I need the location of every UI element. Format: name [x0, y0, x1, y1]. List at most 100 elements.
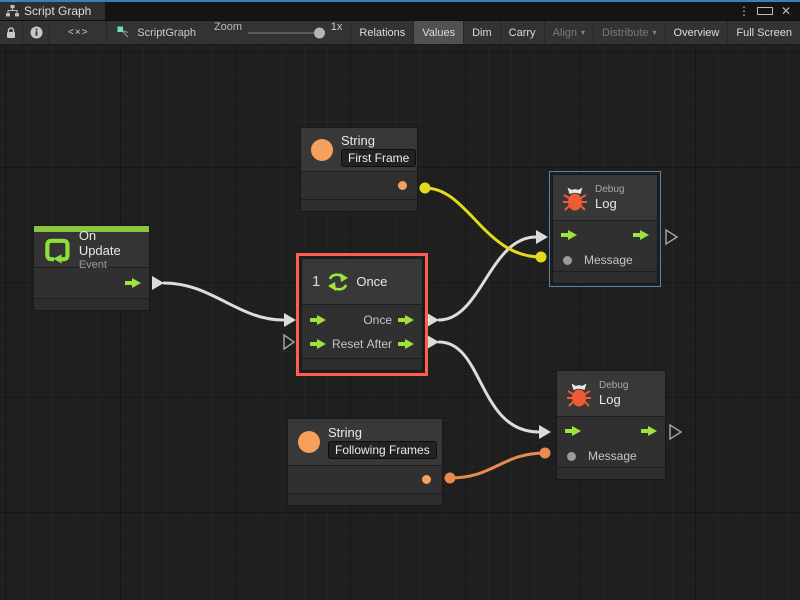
flow-output-port[interactable] [641, 426, 657, 436]
flow-arrowhead [284, 313, 296, 327]
node-port-row: Once [302, 308, 422, 332]
tab-bar: Script Graph ⋮ ✕ [0, 2, 800, 20]
graph-identifier[interactable]: ScriptGraph [107, 21, 206, 44]
wire-firstframe-to-message[interactable] [425, 188, 541, 257]
graph-canvas[interactable]: String First Frame On Update Event [0, 45, 800, 600]
info-icon [30, 26, 43, 39]
once-cycle-icon [328, 270, 348, 294]
lock-button[interactable] [0, 21, 23, 44]
close-icon[interactable]: ✕ [778, 3, 794, 19]
flow-input-port-reset[interactable] [310, 339, 326, 349]
node-footer [553, 271, 657, 283]
string-value-icon [311, 139, 333, 161]
node-port-row [301, 172, 417, 199]
node-port-row: Message [553, 249, 657, 271]
dim-button[interactable]: Dim [463, 21, 500, 44]
node-title: Once [356, 274, 387, 289]
flow-stub [427, 335, 439, 349]
code-view-button[interactable]: <×> [50, 21, 107, 44]
flow-output-port-once[interactable] [398, 315, 414, 325]
node-footer [301, 199, 417, 211]
graph-hierarchy-icon [6, 5, 19, 17]
info-button[interactable] [23, 21, 51, 44]
value-output-port[interactable] [398, 181, 407, 190]
node-header[interactable]: Debug Log [557, 371, 665, 417]
full-screen-button[interactable]: Full Screen [727, 21, 800, 44]
node-header[interactable]: 1 Once [302, 259, 422, 305]
code-icon: <×> [68, 27, 89, 38]
values-button[interactable]: Values [413, 21, 463, 44]
graph-toolbar: <×> ScriptGraph Zoom 1x Relations Values… [0, 20, 800, 45]
flow-stub [152, 276, 164, 290]
node-title: String [341, 133, 416, 148]
port-label-message: Message [588, 449, 637, 463]
wire-once-to-debugbottom[interactable] [439, 342, 539, 432]
node-port-row [34, 268, 149, 298]
unconnected-input-stub[interactable] [284, 335, 294, 349]
distribute-button[interactable]: Distribute ▾ [593, 21, 664, 44]
script-graph-icon [117, 26, 131, 40]
node-string-first-frame[interactable]: String First Frame [300, 127, 418, 212]
value-wire-dot [540, 448, 551, 459]
overview-button[interactable]: Overview [665, 21, 728, 44]
node-subtitle: Debug [595, 184, 624, 195]
string-value-field[interactable]: First Frame [341, 149, 416, 167]
node-header[interactable]: String Following Frames [288, 419, 442, 466]
wire-onupdate-to-once[interactable] [164, 283, 283, 320]
bug-icon [563, 185, 587, 211]
node-once[interactable]: 1 Once Once [301, 258, 423, 371]
flow-input-port[interactable] [310, 315, 326, 325]
zoom-value: 1x [325, 21, 351, 44]
tab-script-graph[interactable]: Script Graph [0, 2, 105, 20]
chevron-down-icon: ▾ [581, 28, 585, 37]
zoom-slider[interactable] [248, 21, 325, 44]
toolbar-buttons: Relations Values Dim Carry Align ▾ Distr… [350, 21, 800, 44]
flow-output-port-after[interactable] [398, 339, 414, 349]
align-button[interactable]: Align ▾ [544, 21, 593, 44]
kebab-menu-icon[interactable]: ⋮ [736, 3, 752, 19]
node-string-following-frames[interactable]: String Following Frames [287, 418, 443, 506]
maximize-icon[interactable] [757, 7, 773, 15]
once-count-badge: 1 [312, 273, 320, 290]
node-footer [302, 358, 422, 370]
node-footer [288, 493, 442, 505]
message-input-port[interactable] [563, 256, 572, 265]
node-debug-log-top[interactable]: Debug Log Message [552, 174, 658, 284]
node-port-row: Message [557, 445, 665, 467]
flow-output-port[interactable] [633, 230, 649, 240]
node-title: String [328, 425, 437, 440]
flow-input-port[interactable] [561, 230, 577, 240]
node-header[interactable]: Debug Log [553, 175, 657, 221]
node-on-update[interactable]: On Update Event [33, 225, 150, 311]
zoom-slider-handle[interactable] [314, 27, 325, 38]
node-header[interactable]: On Update Event [34, 232, 149, 268]
tab-title: Script Graph [24, 4, 91, 18]
unconnected-output-stub[interactable] [670, 425, 681, 439]
lock-icon [6, 27, 16, 39]
wire-followingframes-to-message[interactable] [450, 453, 545, 478]
flow-input-port[interactable] [565, 426, 581, 436]
node-subtitle: Debug [599, 380, 628, 391]
port-label-message: Message [584, 253, 633, 267]
carry-button[interactable]: Carry [500, 21, 544, 44]
value-wire-dot [445, 473, 456, 484]
flow-arrowhead [539, 425, 551, 439]
node-header[interactable]: String First Frame [301, 128, 417, 172]
node-title: Log [599, 392, 628, 407]
flow-output-port[interactable] [125, 278, 141, 288]
port-label-reset: Reset [332, 337, 363, 351]
node-footer [34, 298, 149, 310]
message-input-port[interactable] [567, 452, 576, 461]
node-footer [557, 467, 665, 479]
relations-button[interactable]: Relations [350, 21, 413, 44]
value-output-port[interactable] [422, 475, 431, 484]
unconnected-output-stub[interactable] [666, 230, 677, 244]
value-wire-dot [536, 252, 547, 263]
string-value-field[interactable]: Following Frames [328, 441, 437, 459]
node-debug-log-bottom[interactable]: Debug Log Message [556, 370, 666, 480]
node-port-row [557, 417, 665, 445]
wire-once-to-debugtop[interactable] [439, 237, 536, 320]
zoom-label: Zoom [206, 21, 248, 44]
node-port-row: Reset After [302, 332, 422, 356]
